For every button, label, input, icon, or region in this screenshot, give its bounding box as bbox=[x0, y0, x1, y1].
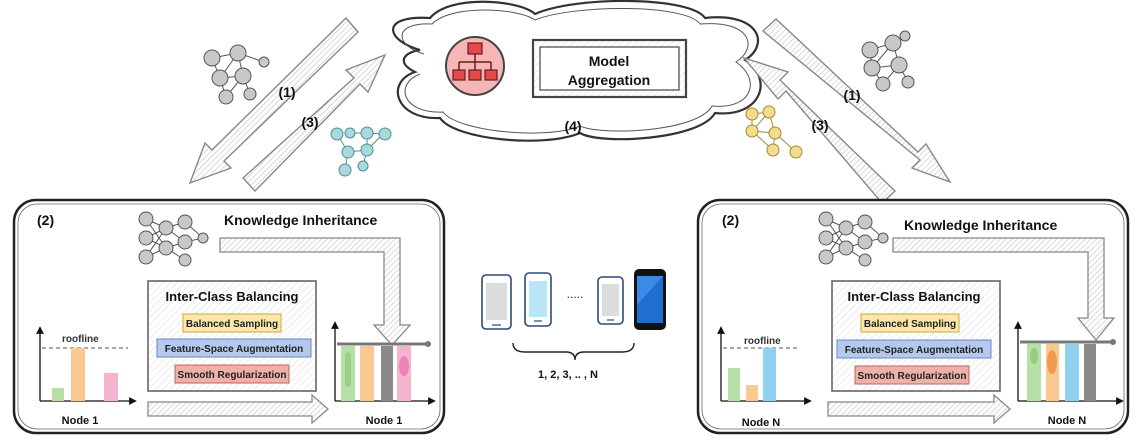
devices-ellipsis: ..... bbox=[567, 287, 584, 301]
phone-icon-2 bbox=[524, 272, 552, 327]
left-inter-class-balancing-box: Inter-Class Balancing Balanced Sampling … bbox=[147, 280, 317, 392]
left-upload-arrow bbox=[242, 53, 387, 193]
model-aggregation-box: Model Aggregation bbox=[531, 38, 688, 99]
right-knowledge-inheritance-label: Knowledge Inheritance bbox=[904, 217, 1057, 233]
left-after-bar-orange bbox=[360, 346, 374, 401]
right-neural-network-icon bbox=[818, 211, 889, 267]
right-after-bar-blue bbox=[1065, 344, 1079, 401]
step-4-label: (4) bbox=[564, 118, 581, 134]
left-step-2-label: (2) bbox=[37, 212, 54, 228]
left-before-node-label: Node 1 bbox=[62, 415, 99, 427]
right-gray-network-icon bbox=[861, 30, 915, 92]
left-download-arrow bbox=[188, 16, 359, 185]
aggregation-title-line1: Model bbox=[589, 53, 629, 69]
left-inheritance-arrow bbox=[219, 237, 412, 346]
left-before-bar-orange bbox=[71, 348, 85, 401]
right-before-chart: roofline Node N bbox=[717, 326, 812, 429]
right-before-bar-green bbox=[728, 368, 740, 401]
right-step-2-label: (2) bbox=[722, 212, 739, 228]
right-icb-title: Inter-Class Balancing bbox=[848, 289, 981, 304]
right-before-bar-orange bbox=[746, 385, 758, 401]
left-before-bar-green bbox=[52, 388, 64, 401]
right-method-smooth-regularization: Smooth Regularization bbox=[858, 371, 967, 382]
left-before-chart: roofline Node 1 bbox=[36, 326, 137, 427]
left-step-1-label: (1) bbox=[278, 84, 295, 100]
right-yellow-network-icon bbox=[745, 105, 803, 159]
right-step-1-label: (1) bbox=[843, 87, 860, 103]
left-method-smooth-regularization: Smooth Regularization bbox=[178, 370, 287, 381]
devices-range-label: 1, 2, 3, .. , N bbox=[538, 369, 598, 381]
left-neural-network-icon bbox=[138, 211, 209, 267]
right-before-bar-blue bbox=[763, 348, 776, 401]
left-knowledge-inheritance-label: Knowledge Inheritance bbox=[224, 212, 377, 228]
right-after-bar-gray bbox=[1084, 344, 1096, 401]
right-after-node-label: Node N bbox=[1048, 415, 1087, 427]
right-balance-arrow bbox=[827, 393, 1011, 425]
right-method-balanced-sampling: Balanced Sampling bbox=[864, 319, 956, 330]
right-before-node-label: Node N bbox=[742, 417, 781, 429]
left-balance-arrow bbox=[147, 393, 329, 425]
devices-brace bbox=[512, 342, 635, 361]
left-icb-title: Inter-Class Balancing bbox=[166, 289, 299, 304]
left-roofline-label: roofline bbox=[62, 334, 99, 345]
left-after-node-label: Node 1 bbox=[366, 415, 403, 427]
left-gray-network-icon bbox=[203, 44, 270, 105]
phone-icon-3 bbox=[597, 276, 624, 325]
server-hierarchy-icon bbox=[445, 36, 505, 96]
right-roofline-label: roofline bbox=[744, 336, 781, 347]
right-after-chart: Node N bbox=[1014, 321, 1124, 427]
left-step-3-label: (3) bbox=[301, 114, 318, 130]
phone-icon-1 bbox=[481, 274, 512, 330]
left-method-feature-augmentation: Feature-Space Augmentation bbox=[165, 344, 304, 355]
right-step-3-label: (3) bbox=[811, 117, 828, 133]
right-method-feature-augmentation: Feature-Space Augmentation bbox=[845, 345, 984, 356]
smartphone-icon bbox=[634, 269, 666, 330]
aggregation-title-line2: Aggregation bbox=[568, 72, 650, 88]
left-after-chart: Node 1 bbox=[331, 321, 436, 427]
right-download-arrow bbox=[761, 18, 952, 184]
right-upload-arrow bbox=[741, 56, 897, 205]
right-inheritance-arrow bbox=[892, 237, 1116, 342]
left-after-bar-gray bbox=[381, 346, 393, 401]
left-before-bar-pink bbox=[104, 373, 118, 401]
right-inter-class-balancing-box: Inter-Class Balancing Balanced Sampling … bbox=[831, 280, 1001, 392]
left-method-balanced-sampling: Balanced Sampling bbox=[186, 319, 278, 330]
left-teal-network-icon bbox=[330, 126, 392, 177]
